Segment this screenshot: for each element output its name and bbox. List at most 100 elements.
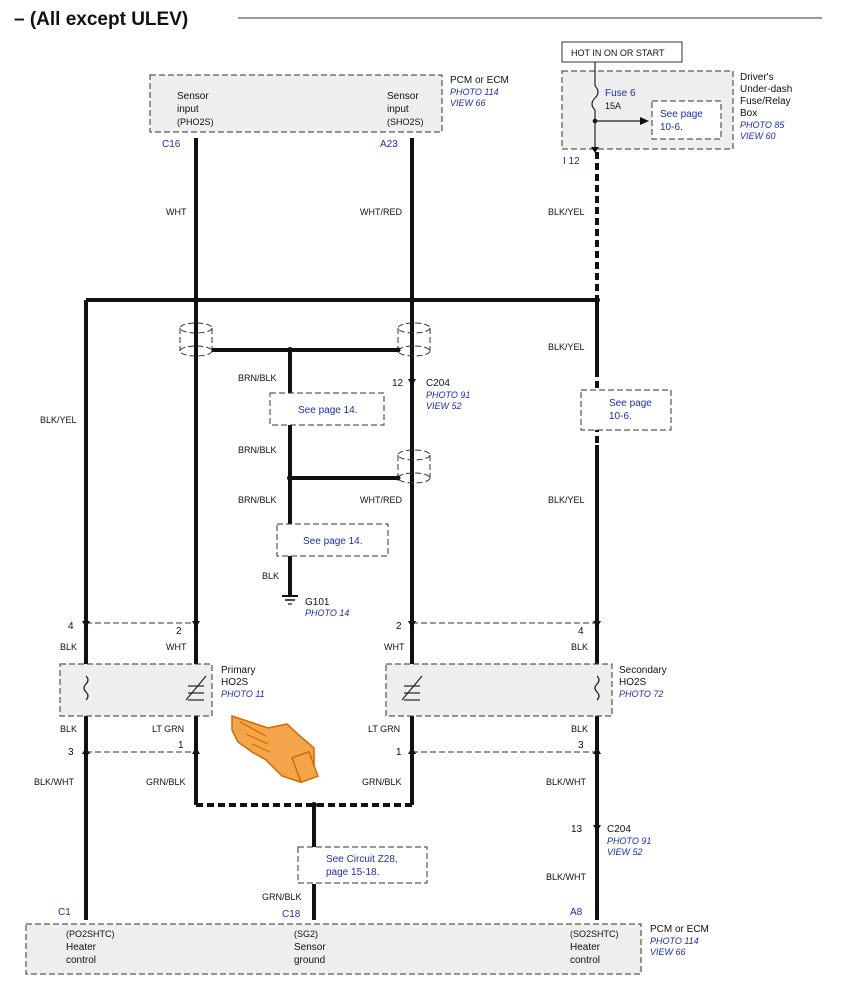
diagram-title: – (All except ULEV) — [14, 9, 188, 30]
see-page-10-6-line2[interactable]: 10-6. — [609, 411, 632, 422]
pcm-bottom-center-code: (SG2) — [294, 929, 318, 939]
c204-top-photo: PHOTO 91 — [426, 390, 470, 400]
see-page-14-text-2[interactable]: See page 14. — [303, 536, 363, 547]
see-page-14-ref-2[interactable] — [276, 523, 389, 557]
primary-sensor-diagonal — [185, 675, 207, 701]
pcm-bottom-left-code: (PO2SHTC) — [66, 929, 115, 939]
wire-label-grn-blk-left: GRN/BLK — [146, 777, 186, 787]
secondary-ho2s-box — [385, 663, 613, 717]
wire-label-blk-primary-lower: BLK — [60, 724, 77, 734]
fusebox-see-page-line1[interactable]: See page — [660, 109, 703, 120]
wire-label-brn-blk-1: BRN/BLK — [238, 373, 277, 383]
primary-photo: PHOTO 11 — [221, 689, 265, 699]
secondary-heater-symbol — [594, 675, 600, 701]
fusebox-pin-arrow — [591, 147, 599, 153]
pcm-bottom-pin-c1: C1 — [58, 907, 71, 918]
wire-label-brn-blk-3: BRN/BLK — [238, 495, 277, 505]
fusebox-see-page-line2[interactable]: 10-6. — [660, 122, 683, 133]
wire-label-blk-yel-right-upper: BLK/YEL — [548, 342, 585, 352]
shield-junction-lower — [287, 475, 293, 481]
wire-label-blk-secondary: BLK — [571, 642, 588, 652]
wire-label-lt-grn-secondary: LT GRN — [368, 724, 400, 734]
pcm-bottom-pin-a8: A8 — [570, 907, 583, 918]
see-circuit-ref[interactable] — [297, 846, 428, 884]
see-circuit-line2[interactable]: page 15-18. — [326, 867, 379, 878]
pcm-top-view: VIEW 66 — [450, 98, 486, 108]
c204-bottom-name: C204 — [607, 824, 631, 835]
wire-label-blk-wht-right: BLK/WHT — [546, 777, 587, 787]
see-page-10-6-line1[interactable]: See page — [609, 398, 652, 409]
wire-label-blk-secondary-lower: BLK — [571, 724, 588, 734]
wire-label-brn-blk-2: BRN/BLK — [238, 445, 277, 455]
wire-label-blk-yel-right-lower: BLK/YEL — [548, 495, 585, 505]
pcm-top-right-sensor-line1: Sensor — [387, 91, 419, 102]
see-circuit-line1[interactable]: See Circuit Z28, — [326, 854, 398, 865]
primary-pin-2: 2 — [176, 626, 182, 637]
pcm-top-right-sensor-code: (SHO2S) — [387, 117, 424, 127]
wire-label-blk-wht-bottom: BLK/WHT — [546, 872, 587, 882]
fusebox-photo: PHOTO 85 — [740, 120, 785, 130]
secondary-sensor-diagonal — [401, 675, 423, 701]
shield-tap-top — [395, 347, 401, 353]
pcm-top-left-sensor-line2: input — [177, 104, 199, 115]
pcm-bottom-view: VIEW 66 — [650, 947, 686, 957]
secondary-pin1-arrow — [408, 747, 416, 754]
wire-label-grn-blk-right: GRN/BLK — [362, 777, 402, 787]
c204-bottom-photo: PHOTO 91 — [607, 836, 651, 846]
primary-pin4-arrow — [82, 621, 90, 628]
fuse-name: Fuse 6 — [605, 88, 636, 99]
pcm-bottom-center-line2: ground — [294, 955, 325, 966]
primary-pin2-arrow — [192, 621, 200, 628]
fuse-amps: 15A — [605, 101, 621, 111]
primary-pin3-arrow — [82, 747, 90, 754]
shield-tap-lower — [395, 475, 401, 481]
fusebox-pin-i12: I 12 — [563, 156, 580, 167]
see-page-14-text-1[interactable]: See page 14. — [298, 405, 358, 416]
secondary-pin-3: 3 — [578, 740, 584, 751]
c204-top-pin: 12 — [392, 378, 404, 389]
wire-label-lt-grn-primary: LT GRN — [152, 724, 184, 734]
fusebox-name-line4: Box — [740, 108, 757, 119]
pcm-bottom-name: PCM or ECM — [650, 924, 709, 935]
secondary-pin-1: 1 — [396, 747, 402, 758]
primary-pin1-arrow — [192, 747, 200, 754]
pcm-bottom-photo: PHOTO 114 — [650, 936, 699, 946]
pcm-bottom-right-line2: control — [570, 955, 600, 966]
primary-name-line1: Primary — [221, 665, 255, 676]
pcm-bottom-left-line1: Heater — [66, 942, 97, 953]
pcm-top-left-sensor-code: (PHO2S) — [177, 117, 214, 127]
see-page-10-6-ref[interactable] — [580, 389, 672, 431]
hot-label: HOT IN ON OR START — [571, 48, 665, 58]
ground-name: G101 — [305, 597, 330, 608]
wire-label-blk-wht-left: BLK/WHT — [34, 777, 75, 787]
wire-label-blk-ground: BLK — [262, 571, 279, 581]
secondary-pin4-arrow — [593, 621, 601, 628]
pcm-bottom-pin-c18: C18 — [282, 909, 301, 920]
secondary-pin-2: 2 — [396, 621, 402, 632]
pcm-top-pin-a23: A23 — [380, 139, 398, 150]
secondary-pin2-arrow — [408, 621, 416, 628]
wire-label-blk-primary: BLK — [60, 642, 77, 652]
pcm-top-photo: PHOTO 114 — [450, 87, 499, 97]
secondary-pin3-arrow — [593, 747, 601, 754]
pcm-bottom-center-line1: Sensor — [294, 942, 326, 953]
fuse-arrow-head — [640, 117, 649, 125]
wire-label-blk-yel-left: BLK/YEL — [40, 415, 77, 425]
fusebox-name-line3: Fuse/Relay — [740, 96, 791, 107]
primary-pin-4: 4 — [68, 621, 74, 632]
fusebox-see-page-box[interactable] — [651, 100, 722, 140]
see-page-14-ref-1[interactable] — [269, 392, 385, 426]
fuse-symbol — [591, 85, 599, 111]
pcm-top-box — [149, 74, 443, 133]
pcm-top-pin-c16: C16 — [162, 139, 181, 150]
fusebox-view: VIEW 60 — [740, 131, 776, 141]
wire-label-blk-yel-top: BLK/YEL — [548, 207, 585, 217]
fusebox-name-line2: Under-dash — [740, 84, 792, 95]
pcm-bottom-left-line2: control — [66, 955, 96, 966]
secondary-name-line2: HO2S — [619, 677, 647, 688]
wire-label-wht-secondary: WHT — [384, 642, 405, 652]
wire-label-wht-red-top: WHT/RED — [360, 207, 402, 217]
pcm-top-right-sensor-line2: input — [387, 104, 409, 115]
pcm-bottom-right-line1: Heater — [570, 942, 601, 953]
